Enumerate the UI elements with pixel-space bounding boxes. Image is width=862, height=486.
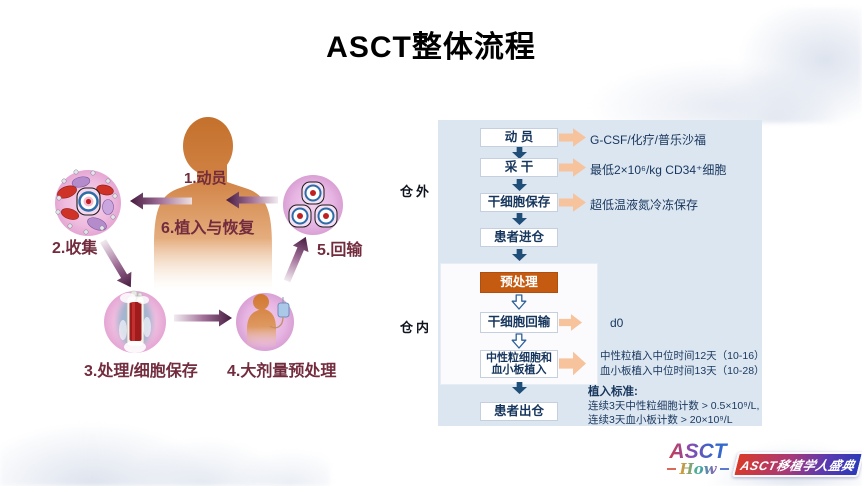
conditioning-patient-circle	[236, 293, 294, 351]
hollow-down-arrow-icon	[511, 294, 527, 310]
stem-cell	[301, 181, 325, 205]
flow-box-patient-exits-ward: 患者出仓	[480, 402, 558, 421]
arrow-conditioning-to-reinfusion	[283, 236, 309, 283]
cycle-arrows	[99, 191, 309, 327]
right-block-arrow-icon	[559, 158, 586, 177]
asct-logo-text: ASCT	[663, 441, 733, 463]
flowchart-panel: 动 员 采 干 干细胞保存 患者进仓 预处理 干细胞回输 中性粒细胞和血小板植入…	[438, 120, 765, 427]
cycle-step-processing-label: 3.处理/细胞保存	[84, 363, 198, 380]
hollow-down-arrow-icon	[511, 333, 527, 349]
cycle-illustration	[55, 117, 343, 353]
logo-dash-icon	[667, 468, 677, 470]
cycle-step-mobilization-label: 1.动员	[184, 170, 227, 187]
cycle-step-conditioning-label: 4.大剂量预处理	[227, 363, 337, 380]
right-block-arrow-icon	[559, 193, 586, 212]
logo-dash-icon	[719, 468, 729, 470]
flow-box-conditioning: 预处理	[480, 272, 558, 293]
stem-cell	[288, 204, 312, 228]
annotation-engraftment-criteria: 植入标准: 连续3天中性粒细胞计数 > 0.5×10⁹/L, 连续3天血小板计数…	[588, 385, 759, 427]
arrow-process-to-conditioning	[174, 309, 232, 327]
flow-box-harvest: 采 干	[480, 158, 558, 177]
arrow-mobilize-to-collect	[130, 192, 192, 210]
reinfusion-cells-circle	[283, 175, 343, 235]
zone-label-inside-ward: 仓内	[400, 320, 433, 335]
criteria-line2: 连续3天血小板计数 > 20×10⁹/L	[588, 414, 733, 426]
cycle-step-collection-label: 2.收集	[52, 240, 98, 257]
flow-box-patient-enters-ward: 患者进仓	[480, 228, 558, 247]
annotation-reinfusion-day: d0	[610, 316, 624, 330]
asct-how-logo: ASCT How	[663, 441, 733, 483]
right-block-arrow-icon	[559, 128, 586, 147]
arrow-collect-to-process	[99, 239, 132, 288]
flow-box-engraftment: 中性粒细胞和血小板植入	[480, 350, 558, 378]
event-badge-text: ASCT移植学人盛典	[738, 459, 857, 473]
down-arrow-icon	[512, 213, 527, 225]
criteria-title: 植入标准:	[588, 386, 638, 398]
frozen-blood-bag-circle	[104, 290, 166, 353]
annotation-engraftment: 中性粒植入中位时间12天（10-16） 血小板植入中位时间13天（10-28）	[600, 349, 765, 379]
arrow-reinfuse-to-recover	[226, 191, 278, 209]
page-title: ASCT整体流程	[326, 31, 536, 64]
annotation-engraftment-line1: 中性粒植入中位时间12天（10-16）	[600, 350, 765, 362]
flow-box-mobilization: 动 员	[480, 128, 558, 147]
cycle-step-engraftment-label: 6.植入与恢复	[161, 220, 255, 237]
annotation-storage: 超低温液氮冷冻保存	[590, 198, 699, 212]
cycle-step-reinfusion-label: 5.回输	[317, 242, 363, 259]
patient-torso	[154, 117, 272, 291]
how-logo-text: How	[679, 460, 717, 478]
zone-label-outside-ward: 仓外	[400, 184, 433, 199]
event-badge: ASCT移植学人盛典	[731, 452, 862, 477]
annotation-mobilization: G-CSF/化疗/普乐沙福	[590, 133, 706, 147]
watermark-mountains-bottom-left	[0, 388, 330, 486]
cycle-diagram: 1.动员 2.收集 3.处理/细胞保存 4.大剂量预处理 5.回输 6.植入与恢…	[30, 95, 430, 400]
collection-cells-circle	[55, 169, 121, 236]
down-arrow-icon	[512, 179, 527, 191]
flow-box-stem-cell-reinfusion: 干细胞回输	[480, 312, 558, 333]
criteria-line1: 连续3天中性粒细胞计数 > 0.5×10⁹/L,	[588, 400, 760, 412]
annotation-engraftment-line2: 血小板植入中位时间13天（10-28）	[600, 365, 765, 377]
down-arrow-icon	[512, 249, 527, 261]
annotation-harvest: 最低2×10⁶/kg CD34⁺细胞	[590, 163, 727, 177]
flow-box-stem-cell-storage: 干细胞保存	[480, 193, 558, 212]
stem-cell	[314, 204, 338, 228]
